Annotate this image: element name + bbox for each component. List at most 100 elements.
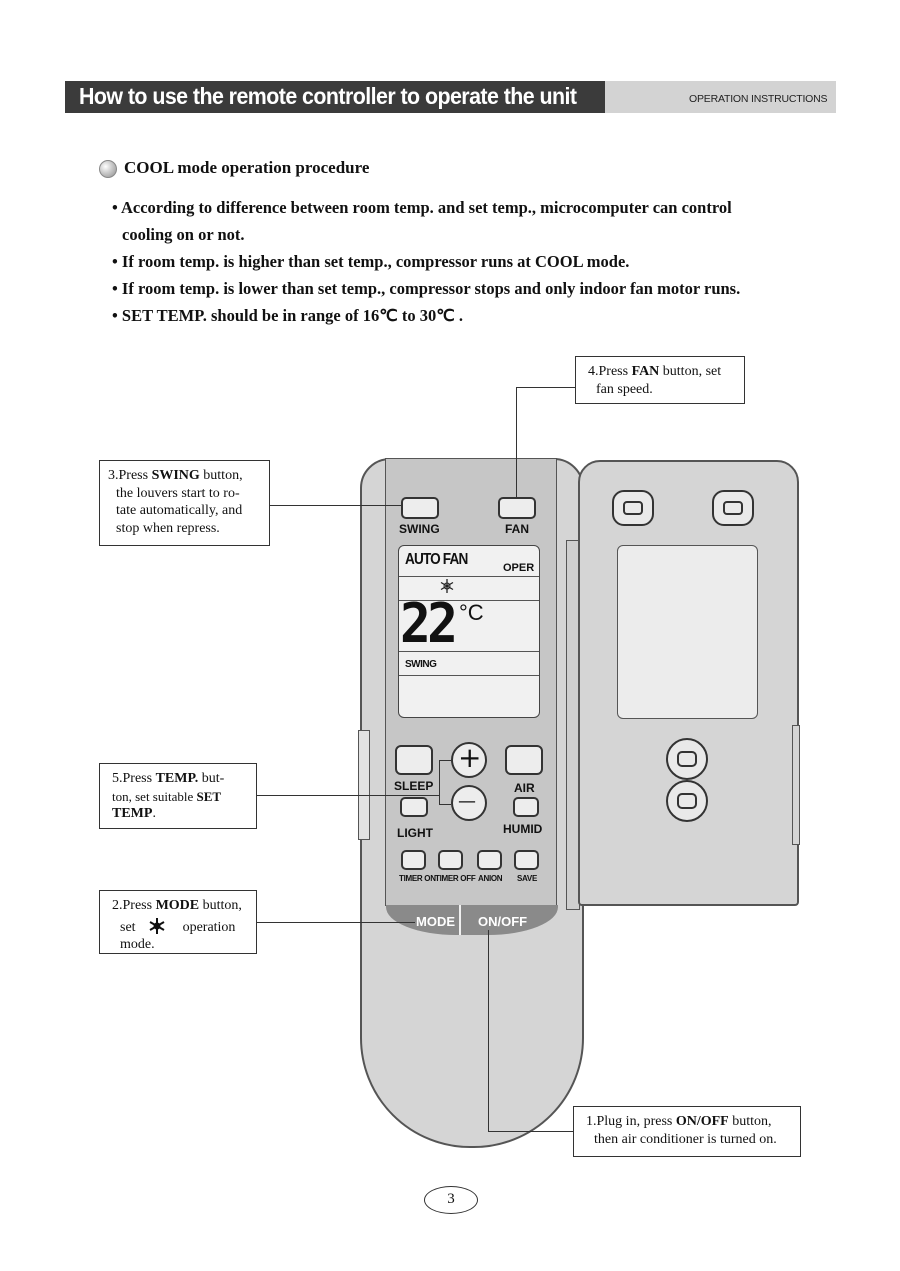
save-button[interactable]: [514, 850, 539, 870]
lid-edge: [792, 725, 800, 845]
callout-mode-bold: MODE: [155, 898, 200, 913]
swing-button-label: SWING: [399, 522, 440, 536]
leader-line-onoff-h: [488, 1131, 573, 1132]
timer-off-label: TIMER OFF: [435, 874, 476, 883]
callout-onoff-line2: then air conditioner is turned on.: [594, 1131, 777, 1147]
leader-line-swing: [270, 505, 401, 506]
callout-swing-bold: SWING: [151, 468, 200, 483]
section-title: COOL mode operation procedure: [124, 158, 370, 177]
lid-window: [617, 545, 758, 719]
timer-on-label: TIMER ON: [399, 874, 436, 883]
callout-mode-line2b: operation: [182, 919, 236, 935]
air-button[interactable]: [505, 745, 543, 775]
callout-onoff-text: 1.Plug in, press: [586, 1114, 676, 1129]
fan-button-label: FAN: [505, 522, 529, 536]
remote-side-strip: [358, 730, 370, 840]
callout-mode-text-2: button,: [199, 898, 242, 913]
swing-button[interactable]: [401, 497, 439, 519]
lid-round-button-top-icon: [666, 738, 708, 780]
section-label: OPERATION INSTRUCTIONS: [689, 93, 828, 105]
humid-button[interactable]: [513, 797, 539, 817]
bullet-1: • According to difference between room t…: [112, 198, 732, 217]
timer-off-button[interactable]: [438, 850, 463, 870]
lid-button-left-icon: [612, 490, 654, 526]
fan-button[interactable]: [498, 497, 536, 519]
leader-line-temp-top: [439, 760, 451, 761]
lcd-display: [398, 545, 540, 718]
leader-line-temp-v: [439, 760, 440, 805]
air-button-label: AIR: [514, 781, 535, 795]
light-button-label: LIGHT: [397, 826, 433, 840]
callout-fan: 4.Press FAN button, set fan speed.: [575, 356, 745, 404]
lid-button-right-icon: [712, 490, 754, 526]
callout-temp-bold2: SET: [196, 788, 222, 804]
callout-temp-bold3: TEMP: [112, 806, 153, 821]
sleep-button-label: SLEEP: [394, 779, 434, 793]
bullet-ball-icon: [99, 160, 117, 178]
lcd-divider-3: [399, 651, 539, 652]
lid-round-button-bottom-icon: [666, 780, 708, 822]
callout-temp-line2: ton, set suitable: [112, 788, 197, 804]
timer-on-button[interactable]: [401, 850, 426, 870]
page-number: 3: [447, 1191, 455, 1207]
header-section-bar: [605, 81, 836, 113]
bullet-4: • SET TEMP. should be in range of 16℃ to…: [112, 306, 464, 325]
callout-onoff-text-2: button,: [728, 1114, 772, 1129]
lcd-auto-fan: AUTO FAN: [405, 551, 468, 568]
leader-line-mode: [257, 922, 415, 923]
header-bar: [65, 81, 605, 113]
lcd-divider-1: [399, 576, 539, 577]
page-number-oval: [424, 1186, 478, 1214]
callout-onoff: 1.Plug in, press ON/OFF button, then air…: [573, 1106, 801, 1157]
lcd-divider-2: [399, 600, 539, 601]
leader-line-temp-h: [257, 795, 440, 796]
lcd-oper: OPER: [503, 562, 535, 574]
lcd-swing: SWING: [405, 659, 437, 670]
minus-icon: —: [458, 791, 476, 812]
anion-label: ANION: [478, 874, 503, 883]
callout-temp-text-2: but-: [198, 771, 225, 786]
mode-button[interactable]: MODE: [416, 914, 455, 929]
bullet-1-cont: cooling on or not.: [122, 225, 245, 244]
callout-temp-bold: TEMP.: [155, 771, 199, 786]
callout-mode-line2a: set: [120, 919, 136, 935]
callout-mode-text: 2.Press: [112, 898, 156, 913]
temp-up-button[interactable]: [451, 742, 487, 778]
callout-temp-text: 5.Press: [112, 771, 156, 786]
onoff-button[interactable]: ON/OFF: [478, 914, 528, 929]
callout-fan-line2: fan speed.: [596, 381, 653, 397]
leader-line-temp-bottom: [439, 804, 451, 805]
plus-icon: +: [458, 741, 482, 774]
lcd-snowflake-icon: [440, 579, 454, 593]
lcd-temp-unit: °C: [459, 600, 484, 625]
temp-down-button[interactable]: [451, 785, 487, 821]
lcd-divider-4: [399, 675, 539, 676]
callout-swing-line2: the louvers start to ro-: [116, 485, 240, 501]
callout-temp-period: .: [152, 806, 156, 821]
callout-mode-line3: mode.: [120, 937, 155, 952]
mode-onoff-divider: [459, 905, 461, 935]
humid-button-label: HUMID: [503, 822, 543, 836]
anion-button[interactable]: [477, 850, 502, 870]
callout-mode: 2.Press MODE button, set operation mode.: [99, 890, 257, 954]
callout-fan-text-2: button, set: [659, 364, 722, 379]
callout-fan-bold: FAN: [631, 364, 660, 379]
callout-swing-text: 3.Press: [108, 468, 152, 483]
page-title: How to use the remote controller to oper…: [79, 83, 577, 109]
callout-temp: 5.Press TEMP. but- ton, set suitable SET…: [99, 763, 257, 829]
bullet-3: • If room temp. is lower than set temp.,…: [112, 279, 741, 298]
lcd-temperature: 22: [400, 592, 458, 655]
snowflake-icon: [149, 917, 165, 934]
callout-fan-text: 4.Press: [588, 364, 632, 379]
callout-swing-line3: tate automatically, and: [116, 503, 243, 518]
callout-swing-line4: stop when repress.: [116, 520, 220, 536]
light-button[interactable]: [400, 797, 428, 817]
leader-line-onoff-v: [488, 930, 489, 1132]
callout-swing: 3.Press SWING button, the louvers start …: [99, 460, 270, 546]
save-label: SAVE: [517, 874, 537, 883]
callout-onoff-bold: ON/OFF: [675, 1114, 729, 1129]
sleep-button[interactable]: [395, 745, 433, 775]
leader-line-fan-v: [516, 387, 517, 498]
callout-swing-text-2: button,: [199, 468, 243, 483]
bullet-2: • If room temp. is higher than set temp.…: [112, 252, 630, 271]
